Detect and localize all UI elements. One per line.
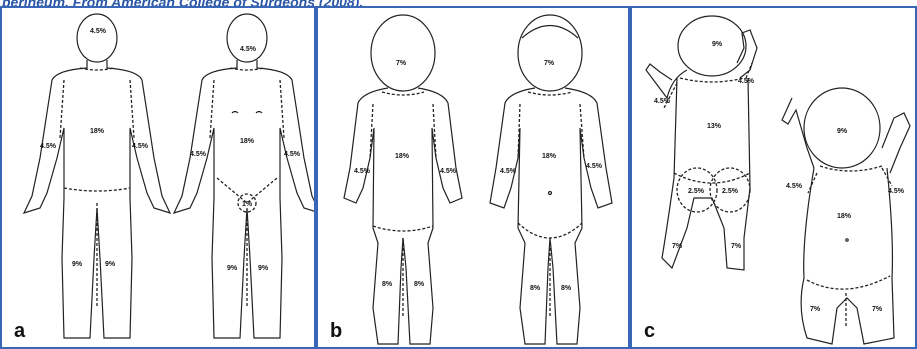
adult-back-trunk-label: 18%	[90, 128, 105, 135]
child-back-leg-left-label: 8%	[382, 281, 393, 288]
child-front-arm-right-label: 4.5%	[586, 163, 603, 170]
infant-back-leg-left-label: 7%	[672, 243, 683, 250]
infant-back-buttock-left-label: 2.5%	[688, 188, 705, 195]
infant-back-leg-right-label: 7%	[731, 243, 742, 250]
panel-child: 7% 18% 4.5% 4.5% 8% 8% 7% 18% 4.5% 4.5% …	[316, 6, 630, 349]
infant-front-leg-left-label: 7%	[810, 306, 821, 313]
infant-back-figure	[646, 16, 757, 270]
child-front-arm-left-label: 4.5%	[500, 168, 517, 175]
adult-back-figure	[24, 14, 170, 338]
panel-b-letter: b	[330, 320, 342, 343]
infant-front-trunk-label: 18%	[837, 213, 852, 220]
infant-back-buttock-right-label: 2.5%	[722, 188, 739, 195]
infant-front-head-label: 9%	[837, 128, 848, 135]
panel-adult: 4.5% 18% 4.5% 4.5% 9% 9% 4.5% 18% 4.5%	[0, 6, 316, 349]
adult-front-leg-left-label: 9%	[227, 265, 238, 272]
infant-front-arm-left-label: 4.5%	[786, 183, 803, 190]
adult-back-head-label: 4.5%	[90, 28, 107, 35]
child-figures-svg: 7% 18% 4.5% 4.5% 8% 8% 7% 18% 4.5% 4.5% …	[318, 8, 630, 349]
infant-figures-svg: 9% 4.5% 4.5% 13% 2.5% 2.5% 7% 7% 9% 4.5%	[632, 8, 917, 349]
adult-front-figure	[174, 14, 316, 338]
adult-front-leg-right-label: 9%	[258, 265, 269, 272]
panel-infant: 9% 4.5% 4.5% 13% 2.5% 2.5% 7% 7% 9% 4.5%	[630, 6, 917, 349]
adult-front-head-label: 4.5%	[240, 46, 257, 53]
infant-front-arm-right-label: 4.5%	[888, 188, 905, 195]
infant-back-trunk-label: 13%	[707, 123, 722, 130]
burn-chart-figure: 4.5% 18% 4.5% 4.5% 9% 9% 4.5% 18% 4.5%	[0, 6, 917, 349]
adult-front-arm-left-label: 4.5%	[190, 151, 207, 158]
panel-c-letter: c	[644, 320, 655, 343]
adult-back-arm-left-label: 4.5%	[40, 143, 57, 150]
child-back-head-label: 7%	[396, 60, 407, 67]
infant-front-leg-right-label: 7%	[872, 306, 883, 313]
child-back-arm-right-label: 4.5%	[440, 168, 457, 175]
child-front-leg-left-label: 8%	[530, 285, 541, 292]
adult-front-arm-right-label: 4.5%	[284, 151, 301, 158]
child-back-leg-right-label: 8%	[414, 281, 425, 288]
child-front-head-label: 7%	[544, 60, 555, 67]
adult-back-leg-left-label: 9%	[72, 261, 83, 268]
adult-back-leg-right-label: 9%	[105, 261, 116, 268]
adult-figures-svg: 4.5% 18% 4.5% 4.5% 9% 9% 4.5% 18% 4.5%	[2, 8, 316, 349]
adult-front-trunk-label: 18%	[240, 138, 255, 145]
adult-back-arm-right-label: 4.5%	[132, 143, 149, 150]
infant-back-arm-right-label: 4.5%	[738, 78, 755, 85]
adult-front-genitals-label: 1%	[242, 201, 253, 208]
infant-back-head-label: 9%	[712, 41, 723, 48]
child-front-trunk-label: 18%	[542, 153, 557, 160]
infant-back-arm-left-label: 4.5%	[654, 98, 671, 105]
child-back-arm-left-label: 4.5%	[354, 168, 371, 175]
child-back-trunk-label: 18%	[395, 153, 410, 160]
child-front-leg-right-label: 8%	[561, 285, 572, 292]
panel-a-letter: a	[14, 320, 25, 343]
